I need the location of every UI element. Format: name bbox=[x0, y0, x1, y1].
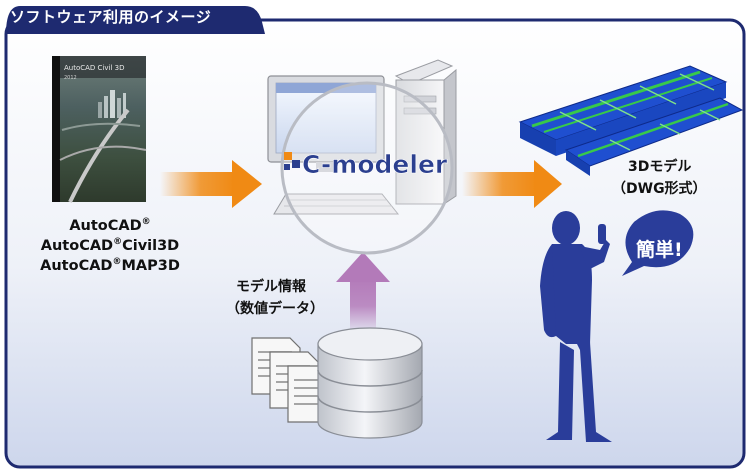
header-tab bbox=[6, 6, 265, 34]
input-label-line1: モデル情報 bbox=[236, 279, 306, 295]
logo-square-blue-small bbox=[284, 164, 290, 170]
focus-circle bbox=[280, 81, 454, 255]
source-label-name: AutoCAD bbox=[69, 217, 142, 234]
header-title: ソフトウェア利用のイメージ bbox=[10, 8, 212, 26]
software-box: AutoCAD Civil 3D 2012 bbox=[52, 56, 147, 203]
database-icon bbox=[317, 327, 423, 439]
bridge-3d-model bbox=[518, 65, 744, 176]
output-label-line2: （DWG形式） bbox=[612, 181, 707, 197]
person-silhouette bbox=[540, 211, 612, 442]
source-label-suffix: MAP3D bbox=[121, 257, 180, 274]
source-label-name: AutoCAD bbox=[40, 257, 113, 274]
arrow-source-to-modeler bbox=[160, 160, 262, 208]
source-label-suffix: Civil3D bbox=[122, 237, 180, 254]
software-box-title: AutoCAD Civil 3D bbox=[64, 64, 124, 72]
computer-keyboard bbox=[273, 193, 400, 215]
registered-mark: ® bbox=[113, 237, 123, 247]
arrow-modeler-to-model bbox=[462, 160, 562, 208]
source-label-civil3d: AutoCAD®Civil3D bbox=[20, 232, 200, 256]
arrow-data-to-modeler bbox=[336, 252, 390, 334]
source-label-autocad: AutoCAD® bbox=[20, 212, 200, 236]
source-label-name: AutoCAD bbox=[40, 237, 114, 254]
software-box-year: 2012 bbox=[64, 75, 77, 81]
registered-mark: ® bbox=[112, 257, 122, 267]
c-modeler-logo-text: C-modeler bbox=[302, 150, 448, 179]
speech-bubble: 簡単! bbox=[622, 210, 694, 276]
c-modeler-logo: C-modeler bbox=[284, 150, 448, 179]
registered-mark: ® bbox=[141, 217, 151, 227]
speech-bubble-text: 簡単! bbox=[636, 238, 683, 261]
logo-square-blue bbox=[292, 160, 300, 168]
output-label-line1: 3Dモデル bbox=[628, 159, 692, 175]
input-label-line2: （数値データ） bbox=[226, 301, 324, 317]
source-label-map3d: AutoCAD®MAP3D bbox=[20, 252, 200, 276]
logo-square-orange bbox=[284, 152, 292, 160]
